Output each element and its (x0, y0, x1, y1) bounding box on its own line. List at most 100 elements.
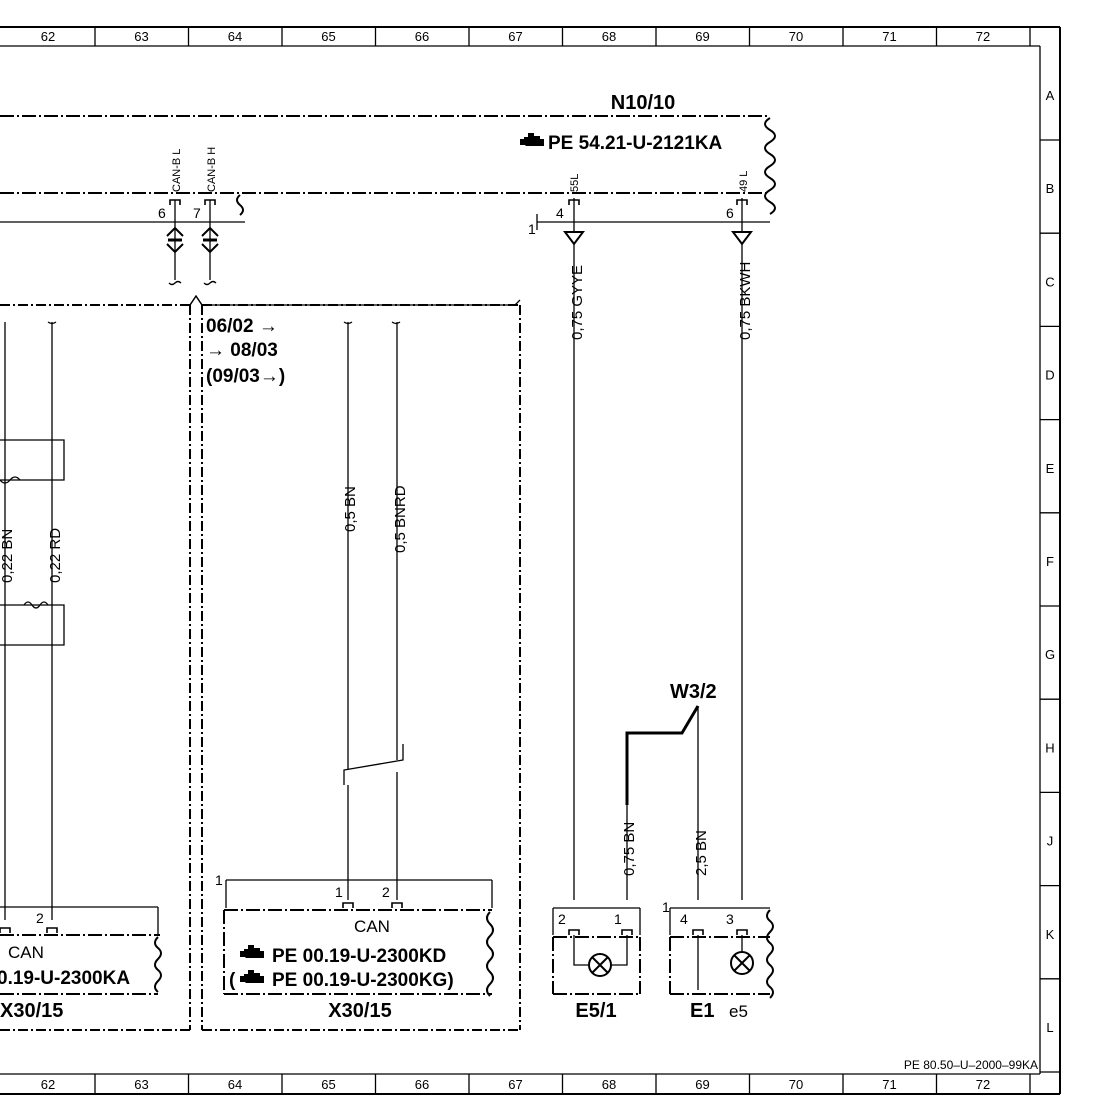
row-label: C (1045, 274, 1054, 289)
column-label: 70 (789, 1077, 803, 1092)
svg-text:0,5 BNRD: 0,5 BNRD (392, 485, 409, 553)
svg-text:6: 6 (158, 205, 166, 221)
middle-variant-group: 06/02 → → 08/03 (09/03→) (189, 294, 521, 1031)
document-reference: PE 80.50–U–2000–99KA (904, 1058, 1038, 1072)
wire-e1-bn: 2,5 BN (693, 830, 710, 876)
row-label: G (1045, 647, 1055, 662)
column-label: 64 (228, 1077, 242, 1092)
svg-text:2: 2 (382, 884, 390, 900)
row-label: D (1045, 368, 1054, 383)
column-label: 67 (508, 29, 522, 44)
column-label: 68 (602, 1077, 616, 1092)
column-label: 63 (134, 1077, 148, 1092)
svg-text:CAN-B H: CAN-B H (206, 147, 218, 192)
column-label: 62 (41, 29, 55, 44)
lamp-e5-1: 2 1 E5/1 (552, 907, 641, 1022)
n10-10-marker: 1 (528, 221, 536, 237)
pin-55l: 55L 4 (556, 174, 585, 252)
module-n10-10: N10/10 PE 54.21-U-2121KA 1 (0, 92, 776, 237)
column-label: 71 (882, 1077, 896, 1092)
lamp-e1: 1 4 3 E1 e5 (662, 899, 774, 1022)
svg-text:2: 2 (36, 910, 44, 926)
drawing-frame (0, 26, 1061, 1095)
column-label: 66 (415, 29, 429, 44)
svg-text:2: 2 (558, 911, 566, 927)
column-label: 63 (134, 29, 148, 44)
column-label: 65 (321, 1077, 335, 1092)
column-label: 69 (695, 29, 709, 44)
n10-10-name: N10/10 (611, 92, 676, 114)
row-label: L (1046, 1020, 1053, 1035)
svg-text:4: 4 (680, 911, 688, 927)
svg-text:4: 4 (556, 205, 564, 221)
row-label: J (1047, 834, 1054, 849)
e1-sub: e5 (729, 1002, 748, 1021)
left-shield-bottom (0, 601, 65, 646)
svg-text:0,22 BN: 0,22 BN (0, 529, 16, 583)
row-label: H (1045, 740, 1054, 755)
pin-49l: 49 L 6 (726, 171, 753, 252)
e5-1-name: E5/1 (575, 1000, 616, 1022)
svg-text:0,75 BKWH: 0,75 BKWH (737, 262, 754, 340)
svg-text:0,22 RD: 0,22 RD (47, 528, 64, 583)
left-variant-group (0, 294, 203, 1031)
svg-text:6: 6 (726, 205, 734, 221)
svg-text:W3/2: W3/2 (670, 681, 717, 703)
column-label: 70 (789, 29, 803, 44)
pointing-hand-icon (240, 970, 264, 983)
column-label: 65 (321, 29, 335, 44)
svg-text:1: 1 (662, 899, 670, 915)
date-note-2: → 08/03 (206, 340, 278, 361)
x30-15-left-ref: 0.19-U-2300KA (0, 968, 130, 989)
row-label: B (1046, 181, 1055, 196)
x30-15-left-name: X30/15 (0, 1000, 63, 1022)
svg-text:0,75 GYYE: 0,75 GYYE (569, 265, 586, 340)
connector-x30-15-left: 2 CAN 0.19-U-2300KA X30/15 (0, 906, 162, 1022)
pointing-hand-icon (240, 945, 264, 958)
ground-w3-2: W3/2 (625, 681, 717, 900)
lamp-icon (588, 953, 612, 977)
x30-15-right-ref-alt: PE 00.19-U-2300KG) (272, 970, 454, 991)
row-label: E (1046, 461, 1055, 476)
left-shield-top (0, 439, 65, 484)
wire-mid-bn: 0,5 BN (342, 321, 359, 900)
x30-15-right-ref: PE 00.19-U-2300KD (272, 946, 446, 967)
column-label: 67 (508, 1077, 522, 1092)
column-label: 72 (976, 29, 990, 44)
date-note-3: (09/03→) (206, 366, 285, 387)
svg-text:0,5 BN: 0,5 BN (342, 486, 359, 532)
svg-text:0,75 BN: 0,75 BN (621, 822, 638, 876)
e1-name: E1 (690, 1000, 714, 1022)
column-label: 68 (602, 29, 616, 44)
svg-text:7: 7 (193, 205, 201, 221)
column-label: 71 (882, 29, 896, 44)
column-label: 64 (228, 29, 242, 44)
svg-text:(: ( (229, 970, 236, 991)
date-note-1: 06/02 → (206, 316, 278, 337)
wire-e5-bn: 0,75 BN (621, 805, 638, 900)
pointing-hand-icon (520, 133, 544, 146)
column-label: 62 (41, 1077, 55, 1092)
lamp-icon (730, 951, 754, 975)
pin-can-b-h: CAN-B H 7 (193, 147, 219, 280)
column-label: 72 (976, 1077, 990, 1092)
svg-text:3: 3 (726, 911, 734, 927)
connector-x30-15-right: 1 1 2 CAN PE 00.19-U-2300KD ( PE 00.19-U… (215, 872, 494, 1022)
row-labels: A B C D E F G H J K L (1040, 88, 1060, 1073)
svg-text:CAN-B L: CAN-B L (171, 149, 183, 192)
column-label: 66 (415, 1077, 429, 1092)
x30-15-right-name: X30/15 (328, 1000, 391, 1022)
column-labels: 6262636364646565666667676868696970707171… (41, 27, 1031, 1094)
svg-text:1: 1 (335, 884, 343, 900)
wire-left-bn: 0,22 BN (0, 322, 16, 920)
row-label: F (1046, 554, 1054, 569)
row-label: K (1046, 927, 1055, 942)
svg-text:1: 1 (614, 911, 622, 927)
wire-gyye: 0,75 GYYE (569, 252, 586, 900)
svg-text:2,5 BN: 2,5 BN (693, 830, 710, 876)
column-label: 69 (695, 1077, 709, 1092)
row-label: A (1046, 88, 1055, 103)
twisted-pair-marker (343, 744, 404, 785)
x30-15-left-can: CAN (8, 943, 44, 962)
